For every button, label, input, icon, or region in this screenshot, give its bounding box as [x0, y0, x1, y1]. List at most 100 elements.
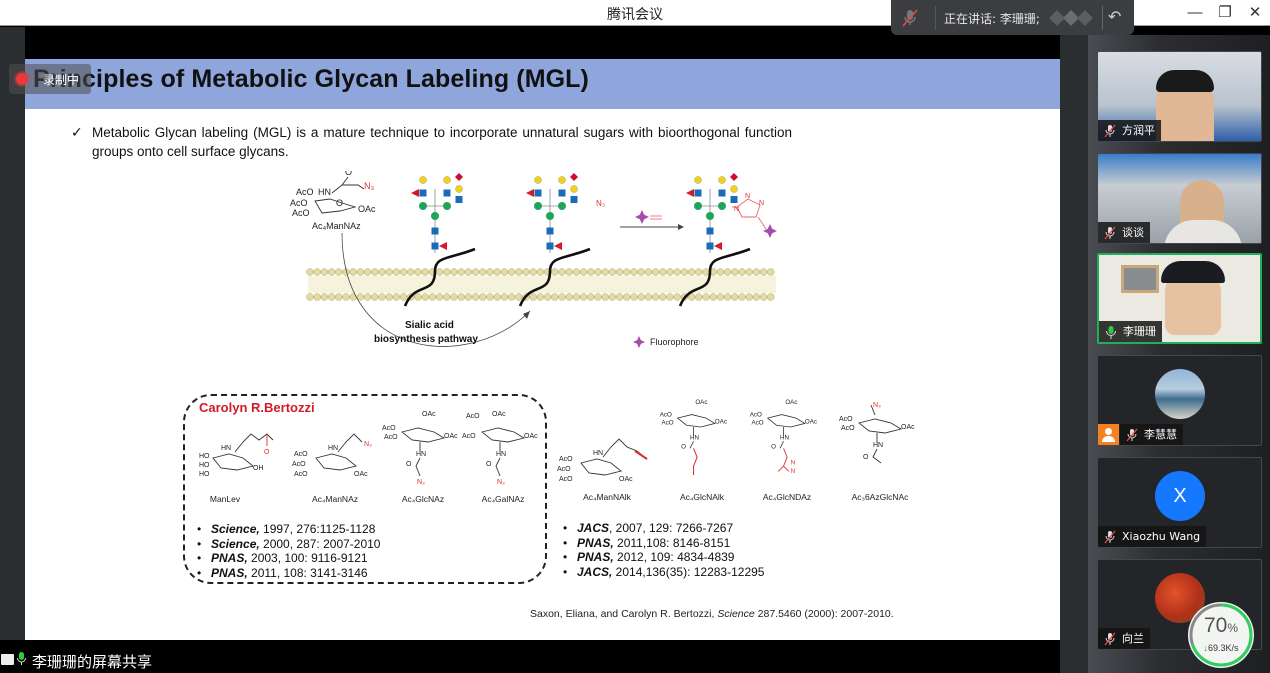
- arrow-head-icon: [678, 224, 684, 230]
- lipid-head: [471, 293, 480, 301]
- galactose-circle: [455, 185, 463, 193]
- glcnac-square: [546, 242, 554, 250]
- participant-name-tag: 李珊珊: [1099, 321, 1162, 342]
- glcnac-square: [534, 189, 542, 197]
- mannose-circle: [534, 202, 542, 210]
- lipid-head: [450, 293, 458, 301]
- participant-tile-active-speaker[interactable]: 李珊珊: [1097, 253, 1262, 344]
- divider: [935, 6, 936, 30]
- lipid-head: [479, 268, 487, 276]
- lipid-head: [731, 293, 739, 301]
- sidebar-gap: [1060, 27, 1088, 673]
- glcnac-square: [694, 189, 702, 197]
- mannose-circle: [443, 202, 451, 210]
- speaking-label: 正在讲话: 李珊珊;: [944, 12, 1040, 26]
- mic-muted-icon: [1104, 226, 1116, 240]
- network-speed-widget[interactable]: 70% ↓69.3K/s: [1188, 602, 1254, 668]
- azide-text: N₃: [364, 181, 374, 191]
- lipid-head: [687, 268, 696, 276]
- molecule-label: Ac₄GlcNDAz: [762, 492, 812, 502]
- svg-text:HN: HN: [780, 434, 789, 441]
- bertozzi-refs: Science, 1997, 276:1125-1128 Science, 20…: [197, 522, 380, 580]
- lipid-head: [500, 293, 509, 301]
- svg-text:AcO: AcO: [466, 413, 480, 420]
- galactose-circle: [443, 176, 451, 184]
- mic-active-icon: [1106, 326, 1116, 339]
- glcnac-square: [443, 189, 451, 197]
- lipid-head: [644, 293, 653, 301]
- lipid-head: [759, 268, 768, 276]
- galactose-circle: [570, 185, 578, 193]
- participant-name-tag: 谈谈: [1098, 222, 1150, 243]
- lipid-head: [637, 268, 645, 276]
- lipid-head: [716, 268, 725, 276]
- wall-frame: [1121, 265, 1159, 293]
- svg-text:O: O: [681, 443, 686, 450]
- lipid-head: [335, 293, 343, 301]
- lipid-head: [651, 293, 660, 301]
- lipid-head: [623, 293, 631, 301]
- glycan-structures: [403, 173, 751, 307]
- lipid-head: [515, 268, 523, 276]
- participant-tile[interactable]: 李慧慧: [1097, 355, 1262, 446]
- molecule-label: Ac₃6AzGlcNAc: [851, 492, 909, 502]
- lipid-head: [486, 293, 494, 301]
- lipid-head: [507, 293, 516, 301]
- lipid-head: [363, 268, 372, 276]
- svg-text:HN: HN: [328, 445, 338, 452]
- participant-tile[interactable]: X Xiaozhu Wang: [1097, 457, 1262, 548]
- lipid-head: [543, 293, 552, 301]
- lipid-head: [356, 293, 365, 301]
- molecule-label: Ac₄GlcNAz: [401, 494, 445, 504]
- slide-letterbox-top: [25, 27, 1060, 59]
- galactose-circle: [730, 185, 738, 193]
- struct-text: HN: [318, 187, 331, 197]
- minimize-button[interactable]: —: [1187, 4, 1203, 21]
- molecule-label: Ac₄GlcNAlk: [679, 492, 725, 502]
- lipid-head: [745, 268, 753, 276]
- participant-tile[interactable]: 方润平: [1097, 51, 1262, 142]
- share-bar: [0, 640, 1087, 673]
- fucose-triangle: [439, 242, 447, 250]
- sialic-diamond: [730, 173, 738, 181]
- lipid-head: [522, 268, 530, 276]
- ac4mannaz-structure: AcO HN AcO O AcO OAc N₃ O Ac₄ManNAz: [290, 171, 376, 231]
- participant-video-hair: [1161, 261, 1225, 283]
- close-button[interactable]: ✕: [1248, 4, 1262, 21]
- struct-text: AcO: [296, 187, 314, 197]
- svg-text:AcO: AcO: [841, 425, 855, 432]
- mannose-circle: [558, 202, 566, 210]
- molecule-label: Ac₄ManNAlk: [583, 492, 631, 502]
- lipid-head: [349, 293, 357, 301]
- mgl-diagram: AcO HN AcO O AcO OAc N₃ O Ac₄ManNAz Sial…: [290, 171, 777, 348]
- reply-arrow-icon[interactable]: ↶: [1108, 9, 1122, 26]
- svg-text:HN: HN: [873, 442, 883, 449]
- lipid-head: [695, 293, 703, 301]
- svg-text:O: O: [406, 461, 412, 468]
- lipid-head: [320, 268, 329, 276]
- azide-label: N₃: [596, 199, 605, 208]
- participant-tile[interactable]: 谈谈: [1097, 153, 1262, 244]
- svg-text:AcO: AcO: [294, 471, 308, 478]
- glcnac-square: [718, 189, 726, 197]
- lipid-head: [551, 293, 559, 301]
- fucose-triangle: [411, 189, 419, 197]
- lipid-head: [623, 268, 631, 276]
- recording-badge[interactable]: 录制中: [9, 64, 91, 94]
- struct-text: O: [345, 171, 352, 177]
- slide-header: Principles of Metabolic Glycan Labeling …: [25, 59, 1060, 109]
- lipid-head: [558, 293, 566, 301]
- fluorophore-star-icon: [633, 336, 645, 348]
- mic-muted-icon: [902, 9, 918, 27]
- lipid-head: [615, 268, 624, 276]
- pathway-label-1: Sialic acid: [405, 320, 454, 331]
- lipid-head: [565, 268, 573, 276]
- lipid-head: [349, 268, 357, 276]
- restore-button[interactable]: ❐: [1218, 4, 1232, 21]
- protein-chain: [678, 247, 751, 307]
- participants-sidebar: 方润平 谈谈 李珊珊 李慧慧 X Xiaoz: [1088, 35, 1270, 673]
- svg-text:AcO: AcO: [662, 419, 674, 426]
- struct-text: AcO: [290, 198, 308, 208]
- lipid-head: [306, 293, 314, 301]
